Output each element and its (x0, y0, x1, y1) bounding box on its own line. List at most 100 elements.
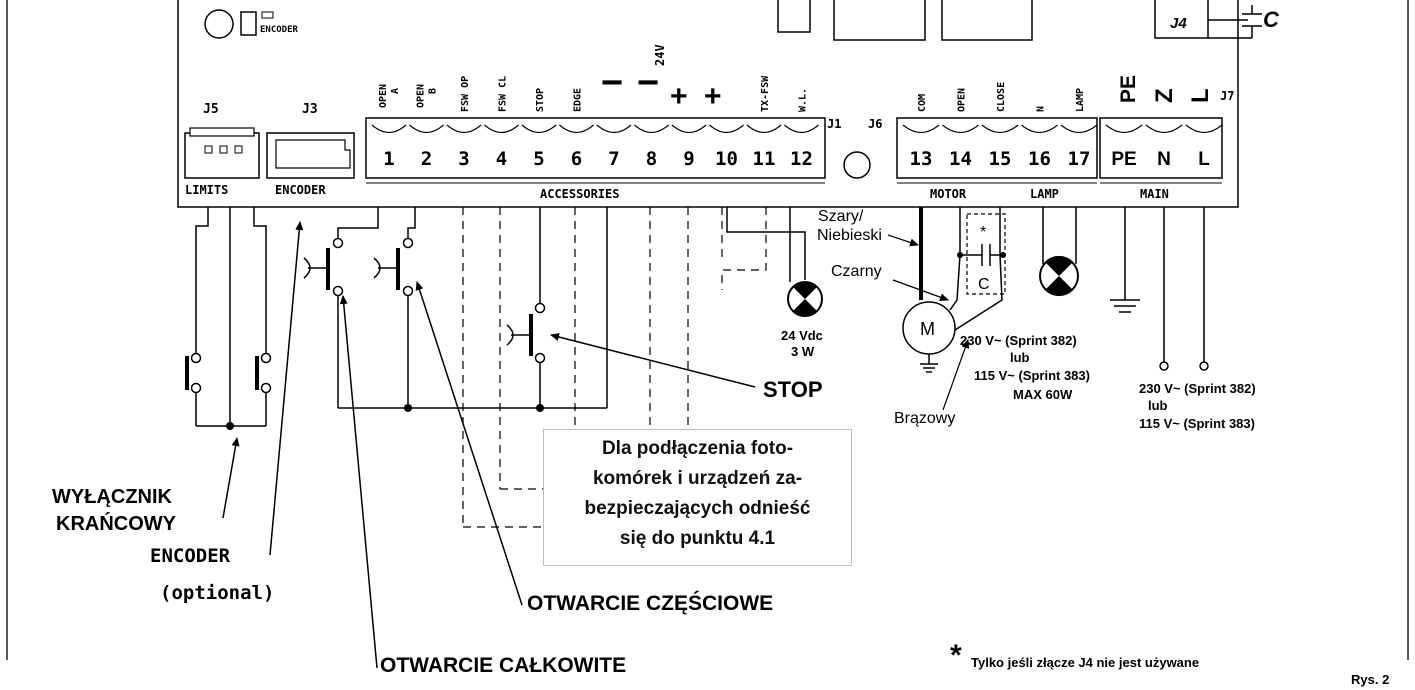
terminal-number: N (1157, 149, 1171, 170)
terminal-number: 5 (533, 148, 544, 170)
encoder-callout-2: (optional) (160, 582, 274, 604)
terminal-bump (709, 124, 744, 134)
terminal-label: LAMP (1075, 88, 1086, 112)
terminal-bump (1105, 124, 1143, 134)
lamp-24vdc-label: 24 Vdc (781, 328, 823, 343)
safety-device-dashed-wiring (462, 207, 767, 528)
v24-label: 24V (653, 44, 667, 66)
pcb-outline (177, 0, 1239, 208)
info-box (543, 429, 852, 566)
terminal-bump (1021, 124, 1058, 134)
top-encoder-component (240, 11, 257, 36)
motor-voltage-line4: MAX 60W (1013, 387, 1073, 402)
terminal-number: 9 (683, 148, 694, 170)
footnote-text: Tylko jeśli złącze J4 nie jest używane (971, 655, 1199, 670)
minus-sign-7: − (601, 62, 623, 104)
terminal-label: OPEN (378, 84, 389, 108)
terminal-number: 15 (989, 148, 1012, 170)
terminal-number: 8 (646, 148, 657, 170)
terminal-bump (1060, 124, 1098, 134)
limit-switch-callout-1: WYŁĄCZNIK (52, 486, 173, 508)
plus-sign-10: + (704, 80, 722, 113)
j4-label: J4 (1170, 15, 1187, 32)
terminal-label: N (1036, 106, 1047, 112)
accessories-terminal-block (365, 117, 826, 179)
terminal-number: 10 (715, 148, 738, 170)
terminal-number: 2 (421, 148, 432, 170)
push-button-wiring (303, 207, 608, 409)
top-encoder-label: ENCODER (260, 25, 299, 35)
capacitor-asterisk: * (980, 224, 986, 241)
terminal-label-suffix: A (390, 88, 401, 94)
lamp-230v (1039, 255, 1079, 297)
terminal-label: TX-FSW (760, 75, 771, 112)
czarny-label: Czarny (831, 263, 882, 280)
terminal-number: 4 (496, 148, 507, 170)
terminal-bump (559, 124, 594, 134)
j7-label: J7 (1220, 89, 1234, 103)
main-voltage-line3: 115 V~ (Sprint 383) (1139, 416, 1255, 431)
motor-voltage-line2: lub (1010, 350, 1030, 365)
info-line-2: komórek i urządzeń za- (592, 468, 803, 489)
terminal-bump (671, 124, 707, 134)
j3-label: J3 (302, 102, 318, 117)
terminal-bump (596, 124, 632, 134)
info-line-3: bezpieczających odnieść (584, 498, 811, 519)
main-n-terminal (1159, 361, 1169, 371)
terminal-number: 1 (383, 148, 394, 170)
terminal-bump (446, 124, 482, 134)
terminal-label-suffix: B (428, 88, 439, 94)
stop-callout: STOP (763, 377, 823, 402)
limit-common-dot (226, 422, 234, 430)
limits-label: LIMITS (185, 183, 228, 197)
terminal-number: 17 (1068, 148, 1091, 170)
minus-sign-8: − (637, 62, 659, 104)
partial-open-callout: OTWARCIE CZĘŚCIOWE (527, 591, 773, 615)
earth-symbol (1110, 299, 1140, 313)
terminal-bump (746, 124, 782, 134)
main-l-terminal (1199, 361, 1209, 371)
junction-dot-1 (404, 404, 412, 412)
motor-ground (920, 354, 938, 373)
terminal-bump (981, 124, 1019, 134)
top-circle-component (204, 9, 234, 39)
l-top-label: L (1187, 88, 1214, 103)
j5-label: J5 (203, 102, 219, 117)
capacitor-symbol (960, 244, 1003, 266)
terminal-number: 7 (608, 148, 619, 170)
brazowy-label: Brązowy (894, 410, 955, 427)
motor-voltage-line3: 115 V~ (Sprint 383) (974, 368, 1090, 383)
pcb-hole (843, 151, 871, 179)
terminal-bump (371, 124, 407, 134)
terminal-label: EDGE (573, 88, 584, 112)
motor-voltage-line1: 230 V~ (Sprint 382) (960, 333, 1077, 348)
terminal-number: 13 (910, 148, 933, 170)
terminal-number: 14 (949, 148, 972, 170)
terminal-bump (1185, 124, 1223, 134)
terminal-number: 12 (790, 148, 813, 170)
full-open-callout: OTWARCIE CAŁKOWITE (380, 654, 626, 677)
encoder-callout-1: ENCODER (150, 545, 231, 567)
n-top-label: Z (1151, 88, 1178, 103)
motor-wiring (919, 207, 1205, 362)
j1-label: J1 (827, 117, 841, 131)
main-voltage-line1: 230 V~ (Sprint 382) (1139, 381, 1256, 396)
motor-terminal-block (896, 117, 1098, 179)
terminal-bump (521, 124, 557, 134)
motor-block-label: MOTOR (930, 187, 967, 201)
terminal-label: OPEN (416, 84, 427, 108)
warning-lamp-wiring (726, 207, 806, 282)
motor-m-label: M (920, 319, 935, 339)
terminal-number: 3 (458, 148, 469, 170)
szary-label: Szary/ (818, 208, 864, 225)
j4-connector (1154, 0, 1209, 39)
terminal-label: FSW OP (460, 76, 471, 112)
terminal-bump (634, 124, 669, 134)
figure-label: Rys. 2 (1351, 672, 1389, 687)
terminal-label: OPEN (957, 88, 968, 112)
terminal-bump (484, 124, 519, 134)
terminal-label: COM (917, 94, 928, 112)
lamp-3w-label: 3 W (791, 344, 815, 359)
terminal-number: L (1198, 149, 1210, 170)
